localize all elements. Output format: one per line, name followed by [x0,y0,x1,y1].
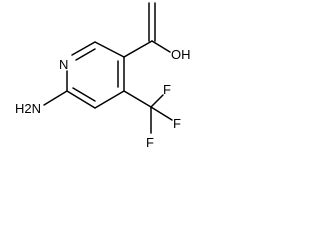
bond-c4-c5 [94,90,125,109]
bond-cf3-f-top [150,94,164,108]
fluorine-bottom-label: F [146,135,154,150]
bond-c2-c3 [94,41,125,58]
hydroxyl-label: OH [171,47,191,62]
bond-c6-amine [43,90,68,106]
molecule-svg: N H2N OH F F F [15,2,191,150]
bond-carboxyl-oh [151,40,171,53]
double-bond-c5-c6 [72,87,96,102]
fluorine-right-label: F [173,116,181,131]
bond-cf3-f-right [150,106,173,121]
bond-c3-carboxyl [123,40,153,58]
double-bond-n-c2 [75,48,96,61]
bond-c4-cf3 [123,90,152,108]
bond-c5-c6 [66,90,96,109]
bonds [43,2,173,134]
structure-diagram: N H2N OH F F F [0,0,214,178]
atom-labels: N H2N OH F F F [15,47,191,150]
nitrogen-label: N [59,57,68,72]
amine-label: H2N [15,101,41,116]
fluorine-top-label: F [163,82,171,97]
bond-n-c2 [71,41,96,56]
